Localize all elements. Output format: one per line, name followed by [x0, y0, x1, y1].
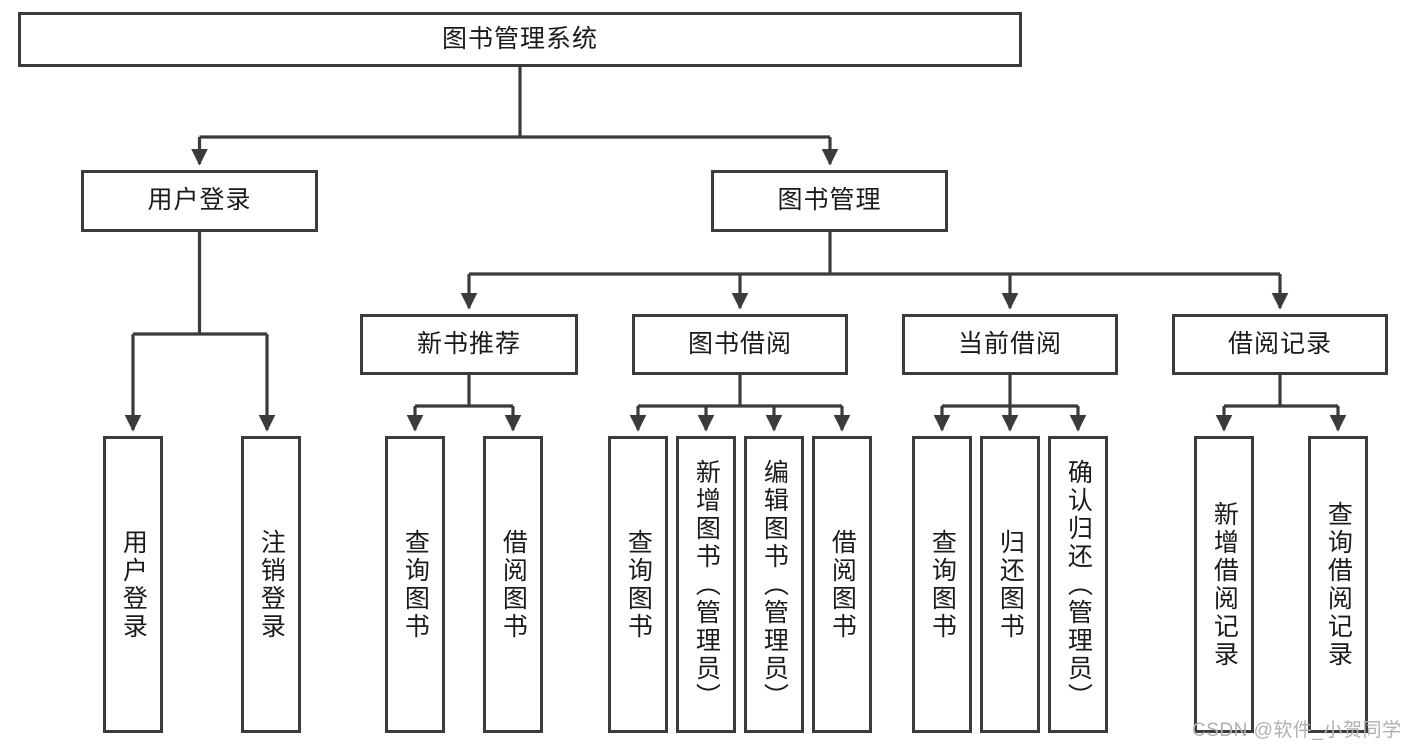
node-label: 用户登录: [147, 186, 252, 215]
node-label: 图书管理: [777, 186, 882, 215]
node-book-borrow[interactable]: 图书借阅: [632, 314, 848, 375]
node-label: 图书管理系统: [441, 24, 598, 53]
node-label: 借阅图书: [828, 528, 857, 641]
node-label: 新书推荐: [416, 329, 521, 358]
node-user-login[interactable]: 用户登录: [81, 170, 318, 232]
node-label: 用户登录: [119, 528, 148, 641]
node-label: 图书借阅: [687, 329, 792, 358]
watermark-text: CSDN @软件_小贺同学: [1192, 720, 1402, 741]
node-label: 归还图书: [996, 528, 1025, 641]
node-label: 新增图书（管理员）: [692, 458, 721, 711]
node-root-book-management-system[interactable]: 图书管理系统: [18, 12, 1022, 67]
node-leaf-add-record[interactable]: 新增借阅记录: [1194, 436, 1254, 733]
node-leaf-user-login[interactable]: 用户登录: [103, 436, 163, 733]
node-label: 借阅图书: [499, 528, 528, 641]
node-leaf-add-book[interactable]: 新增图书（管理员）: [676, 436, 736, 733]
node-label: 查询借阅记录: [1324, 500, 1353, 669]
node-leaf-query-record[interactable]: 查询借阅记录: [1308, 436, 1368, 733]
node-label: 当前借阅: [957, 329, 1062, 358]
node-label: 确认归还（管理员）: [1064, 458, 1093, 711]
node-borrow-record[interactable]: 借阅记录: [1172, 314, 1388, 375]
node-label: 编辑图书（管理员）: [760, 458, 789, 711]
node-leaf-return-book[interactable]: 归还图书: [980, 436, 1040, 733]
node-book-management[interactable]: 图书管理: [711, 170, 948, 232]
node-current-borrow[interactable]: 当前借阅: [902, 314, 1118, 375]
node-leaf-query-book-1[interactable]: 查询图书: [385, 436, 445, 733]
node-leaf-confirm-return[interactable]: 确认归还（管理员）: [1048, 436, 1108, 733]
node-label: 查询图书: [928, 528, 957, 641]
node-leaf-edit-book[interactable]: 编辑图书（管理员）: [744, 436, 804, 733]
node-label: 查询图书: [401, 528, 430, 641]
node-leaf-query-book-3[interactable]: 查询图书: [912, 436, 972, 733]
node-label: 借阅记录: [1227, 329, 1332, 358]
node-label: 注销登录: [257, 528, 286, 641]
node-leaf-query-book-2[interactable]: 查询图书: [608, 436, 668, 733]
node-new-book-recommend[interactable]: 新书推荐: [360, 314, 578, 375]
node-label: 新增借阅记录: [1210, 500, 1239, 669]
node-leaf-borrow-book-1[interactable]: 借阅图书: [483, 436, 543, 733]
node-leaf-borrow-book-2[interactable]: 借阅图书: [812, 436, 872, 733]
node-label: 查询图书: [624, 528, 653, 641]
node-leaf-user-logout[interactable]: 注销登录: [241, 436, 301, 733]
